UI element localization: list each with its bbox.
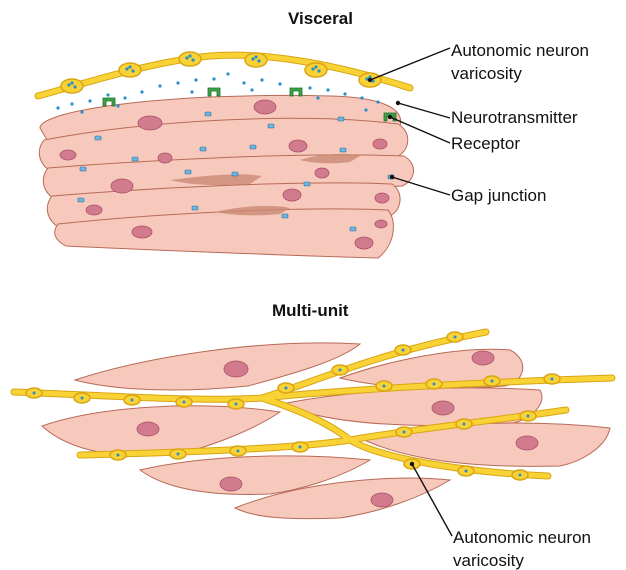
visceral-panel: Visceral: [38, 9, 589, 258]
visceral-axon: [38, 52, 410, 96]
multiunit-varicosity-label-line2: varicosity: [453, 551, 524, 570]
multiunit-varicosity-label-line1: Autonomic neuron: [453, 528, 591, 547]
visceral-title: Visceral: [288, 9, 353, 28]
multiunit-panel: Multi-unit: [14, 301, 612, 570]
multiunit-title: Multi-unit: [272, 301, 349, 320]
visceral-muscle-sheet: [39, 95, 413, 258]
multiunit-leader-line: [410, 462, 452, 536]
varicosity-label-line1: Autonomic neuron: [451, 41, 589, 60]
neurotransmitter-label: Neurotransmitter: [451, 108, 578, 127]
multiunit-muscle-cells: [42, 343, 610, 519]
gap-junction-label: Gap junction: [451, 186, 546, 205]
varicosity-label-line2: varicosity: [451, 64, 522, 83]
receptor-label: Receptor: [451, 134, 520, 153]
